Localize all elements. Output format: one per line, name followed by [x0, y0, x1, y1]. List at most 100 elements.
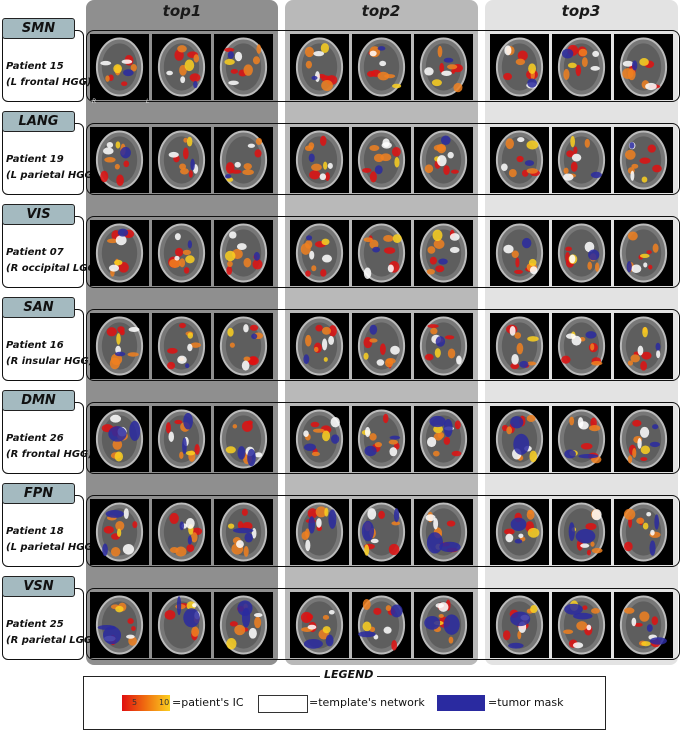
brain-slice-image [290, 499, 349, 565]
brain-slice-image [214, 220, 273, 286]
row-smn: Patient 15 (L frontal HGG) SMN R L [0, 18, 681, 109]
orientation-right-label: R [92, 98, 97, 105]
brain-slice-image [352, 592, 411, 658]
brain-slice-image [552, 406, 611, 472]
patient-box: Patient 16 (R insular HGG) [2, 309, 93, 381]
patient-box: Patient 07(R occipital LGG) [2, 216, 100, 288]
patient-box: Patient 15 (L frontal HGG) [2, 30, 92, 102]
brain-slice-image [90, 406, 149, 472]
row-frame [86, 309, 680, 381]
brain-slice-image [352, 313, 411, 379]
brain-slice-image [614, 220, 673, 286]
row-vis: Patient 07(R occipital LGG)VIS [0, 204, 681, 295]
brain-slice-image [490, 313, 549, 379]
brain-slice-image [414, 313, 473, 379]
scale-min-label: 5 [132, 698, 138, 707]
brain-slice-image [152, 592, 211, 658]
patient-id: Patient 26 [6, 433, 64, 444]
brain-slice-image [490, 34, 549, 100]
brain-slice-image [352, 127, 411, 193]
template-swatch [258, 695, 308, 713]
column-header-top1: top1 [162, 2, 202, 20]
brain-slice-image [490, 220, 549, 286]
brain-slice-image [414, 592, 473, 658]
patient-id: Patient 18 [6, 526, 64, 537]
brain-slice-image [552, 592, 611, 658]
ic-color-scale: 5 10 [122, 695, 170, 711]
patient-diagnosis: (L frontal HGG) [6, 77, 92, 88]
legend-tumor-label: =tumor mask [488, 696, 564, 709]
patient-id: Patient 15 [6, 61, 64, 72]
brain-slice-image [352, 499, 411, 565]
brain-slice-image [152, 499, 211, 565]
row-san: Patient 16 (R insular HGG) SAN [0, 297, 681, 388]
legend-title: LEGEND [320, 668, 378, 681]
row-frame [86, 123, 680, 195]
patient-box: Patient 19(L parietal HGG) [2, 123, 97, 195]
brain-slice-image [290, 34, 349, 100]
brain-slice-image [614, 499, 673, 565]
brain-slice-image [614, 406, 673, 472]
brain-slice-image [614, 127, 673, 193]
brain-slice-image [290, 313, 349, 379]
legend-template-label: =template's network [309, 696, 425, 709]
brain-slice-image [152, 313, 211, 379]
network-tag: FPN [2, 483, 75, 504]
brain-slice-image [352, 220, 411, 286]
brain-slice-image [90, 34, 149, 100]
brain-slice-image [552, 220, 611, 286]
brain-slice-image [352, 406, 411, 472]
row-dmn: Patient 26 (R frontal HGG) DMN [0, 390, 681, 481]
brain-slice-image [552, 313, 611, 379]
network-tag: SAN [2, 297, 75, 318]
brain-slice-image [214, 406, 273, 472]
brain-slice-image [152, 220, 211, 286]
patient-diagnosis: (R parietal LGG) [6, 635, 97, 646]
patient-diagnosis: (L parietal HGG) [6, 170, 98, 181]
brain-slice-image [290, 127, 349, 193]
row-fpn: Patient 18 (L parietal HGG) FPN [0, 483, 681, 574]
network-tag: VIS [2, 204, 75, 225]
brain-slice-image [152, 34, 211, 100]
brain-slice-image [152, 127, 211, 193]
brain-slice-image [90, 220, 149, 286]
brain-slice-image [490, 406, 549, 472]
brain-slice-image [414, 34, 473, 100]
patient-box: Patient 26 (R frontal HGG) [2, 402, 93, 474]
network-tag: DMN [2, 390, 75, 411]
row-lang: Patient 19(L parietal HGG)LANG [0, 111, 681, 202]
brain-slice-image [614, 313, 673, 379]
column-header-top3: top3 [561, 2, 601, 20]
brain-slice-image [214, 592, 273, 658]
brain-slice-image [214, 127, 273, 193]
patient-id: Patient 07 [6, 247, 64, 258]
brain-slice-image [290, 406, 349, 472]
column-header-top2: top2 [361, 2, 401, 20]
brain-slice-image [214, 499, 273, 565]
brain-slice-image [490, 499, 549, 565]
brain-slice-image [414, 220, 473, 286]
brain-slice-image [552, 127, 611, 193]
brain-slice-image [90, 127, 149, 193]
patient-diagnosis: (R frontal HGG) [6, 449, 93, 460]
patient-diagnosis: (L parietal HGG) [6, 542, 98, 553]
brain-slice-image [414, 127, 473, 193]
brain-slice-image [490, 592, 549, 658]
patient-id: Patient 16 [6, 340, 64, 351]
brain-slice-image [214, 313, 273, 379]
brain-slice-image [614, 592, 673, 658]
patient-diagnosis: (R insular HGG) [6, 356, 94, 367]
legend-ic-label: =patient's IC [172, 696, 244, 709]
row-vsn: Patient 25(R parietal LGG)VSN [0, 576, 681, 667]
brain-slice-image [414, 406, 473, 472]
brain-slice-image [414, 499, 473, 565]
brain-slice-image [614, 34, 673, 100]
network-tag: SMN [2, 18, 75, 39]
brain-slice-image [490, 127, 549, 193]
patient-box: Patient 18 (L parietal HGG) [2, 495, 97, 567]
orientation-left-label: L [146, 98, 150, 105]
brain-slice-image [90, 592, 149, 658]
patient-box: Patient 25(R parietal LGG) [2, 588, 97, 660]
brain-slice-image [290, 220, 349, 286]
brain-slice-image [552, 34, 611, 100]
